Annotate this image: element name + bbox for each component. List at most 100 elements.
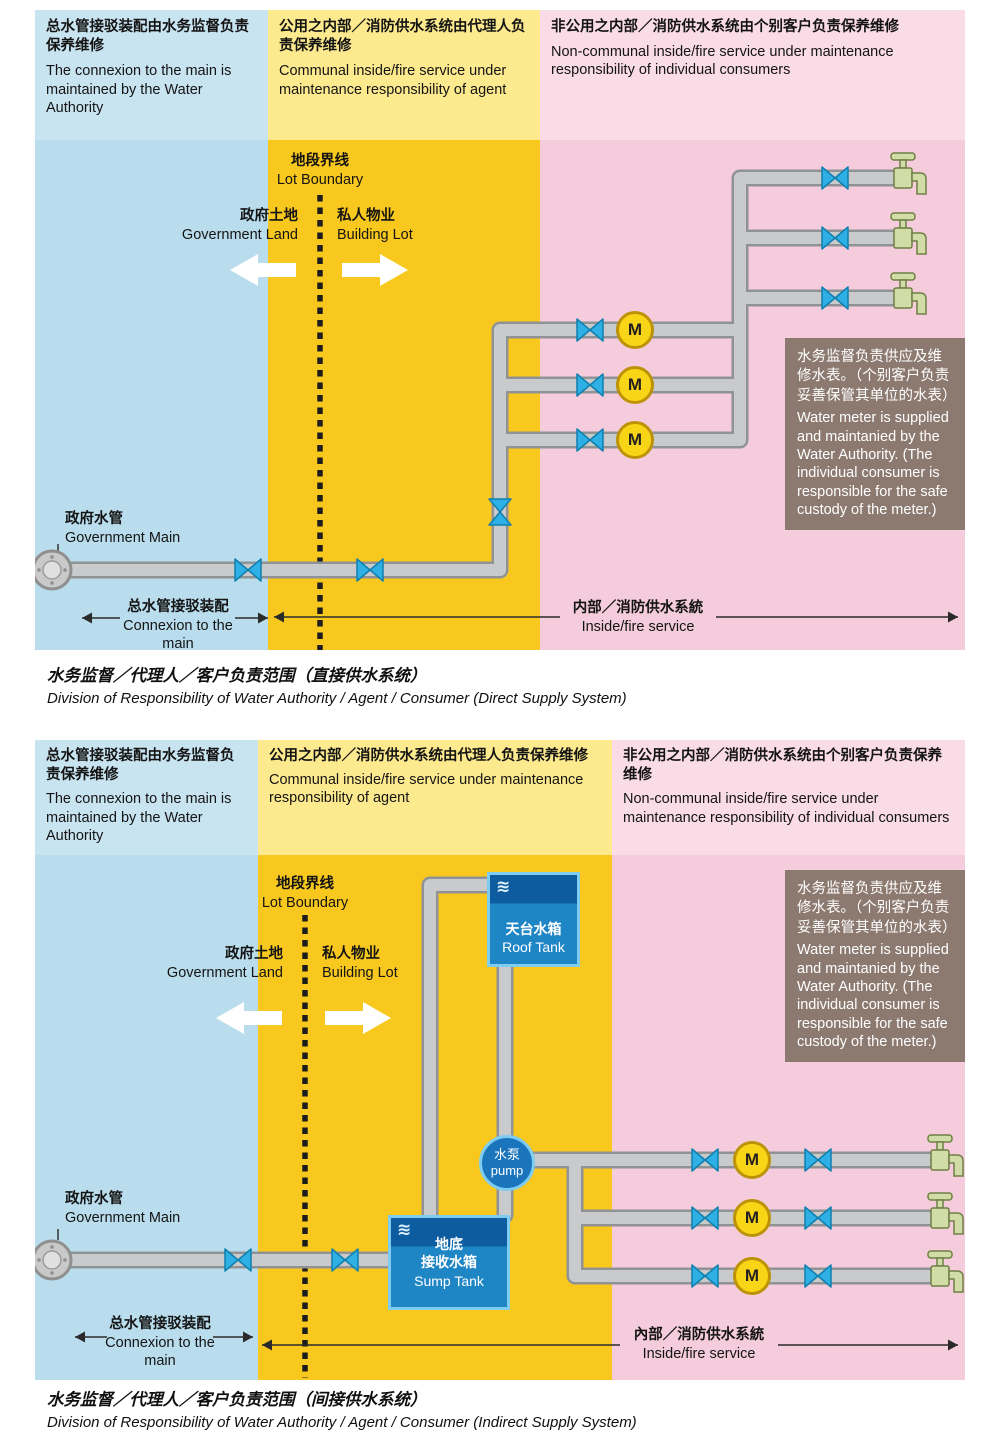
pipes bbox=[46, 879, 946, 1282]
zh-text: 私人物业 bbox=[322, 946, 380, 962]
en-text: Water meter is supplied and maintanied b… bbox=[797, 410, 949, 519]
zh-text: 总水管接驳装配 bbox=[127, 599, 229, 615]
government-land-label: 政府土地 Government Land bbox=[123, 945, 283, 982]
zh-text: 政府水管 bbox=[65, 511, 123, 527]
government-main-icon bbox=[35, 1239, 73, 1281]
zh-text: 总水管接驳装配 bbox=[109, 1316, 211, 1332]
indirect-supply-diagram: 总水管接驳装配由水务监督负责保养维修 The connexion to the … bbox=[35, 740, 965, 1380]
sump-tank: ≋ 地底 接收水箱 Sump Tank bbox=[388, 1215, 510, 1310]
en-text: Lot Boundary bbox=[276, 171, 364, 188]
zh-text: 公用之内部／消防供水系统由代理人负责保养维修 bbox=[269, 748, 588, 764]
tap-icon bbox=[890, 272, 927, 315]
en-text: Connexion to the main bbox=[123, 617, 233, 653]
zh-text: 地底 bbox=[435, 1236, 463, 1253]
connexion-extent-arrow bbox=[82, 612, 268, 624]
en-text: Non-communal inside/fire service under m… bbox=[623, 791, 950, 826]
tap-icon bbox=[927, 1250, 964, 1293]
zh-text: 公用之内部／消防供水系统由代理人负责保养维修 bbox=[279, 19, 526, 55]
government-main-icon bbox=[35, 549, 73, 591]
zh-text: 水务监督／代理人／客户负责范围（直接供水系统） bbox=[47, 667, 427, 685]
zh-text: 水务监督负责供应及维修水表。（个别客户负责妥善保管其单位的水表） bbox=[797, 349, 957, 404]
en-text: Non-communal inside/fire service under m… bbox=[551, 44, 894, 79]
lot-boundary-label: 地段界线 Lot Boundary bbox=[225, 875, 385, 912]
building-lot-label: 私人物业 Building Lot bbox=[322, 945, 472, 982]
caption-indirect-supply: 水务监督／代理人／客户负责范围（间接供水系统） Division of Resp… bbox=[47, 1386, 637, 1431]
meter-note-box: 水务监督负责供应及维修水表。（个别客户负责妥善保管其单位的水表） Water m… bbox=[785, 870, 965, 1062]
en-text: Government Land bbox=[166, 964, 283, 981]
header-connexion-zone: 总水管接驳装配由水务监督负责保养维修 The connexion to the … bbox=[35, 740, 258, 855]
header-noncommunal-zone: 非公用之内部／消防供水系统由个别客户负责保养维修 Non-communal in… bbox=[612, 740, 965, 855]
direction-arrow-right-icon bbox=[342, 254, 408, 286]
building-lot-label: 私人物业 Building Lot bbox=[337, 207, 487, 244]
en-text: Division of Responsibility of Water Auth… bbox=[47, 690, 627, 707]
tap-icon bbox=[890, 152, 927, 195]
inside-fire-service-label: 內部／消防供水系統 Inside/fire service bbox=[620, 1325, 778, 1365]
en-text: Communal inside/fire service under maint… bbox=[279, 63, 507, 98]
tap-icon bbox=[927, 1192, 964, 1235]
water-wave-icon: ≋ bbox=[397, 1220, 412, 1239]
water-meter: M bbox=[733, 1257, 771, 1295]
zh-text: 天台水箱 bbox=[505, 920, 562, 937]
government-main-label: 政府水管 Government Main bbox=[65, 1190, 225, 1227]
zh-text: 接收水箱 bbox=[421, 1254, 477, 1271]
water-meter: M bbox=[733, 1141, 771, 1179]
zh-text: 政府水管 bbox=[65, 1191, 123, 1207]
water-meter: M bbox=[616, 421, 654, 459]
en-text: Communal inside/fire service under maint… bbox=[269, 772, 584, 807]
lot-boundary-label: 地段界线 Lot Boundary bbox=[240, 152, 400, 189]
direction-arrow-left-icon bbox=[230, 254, 296, 286]
header-noncommunal-zone: 非公用之内部／消防供水系统由个别客户负责保养维修 Non-communal in… bbox=[540, 10, 965, 140]
water-meter: M bbox=[616, 311, 654, 349]
indirect-supply-piping bbox=[35, 876, 964, 1378]
zh-text: 政府土地 bbox=[225, 946, 283, 962]
en-text: Inside/fire service bbox=[581, 618, 695, 635]
direction-arrow-left-icon bbox=[216, 1002, 282, 1034]
water-meter: M bbox=[733, 1199, 771, 1237]
government-land-label: 政府土地 Government Land bbox=[138, 207, 298, 244]
en-text: Government Land bbox=[181, 226, 298, 243]
water-wave-icon: ≋ bbox=[496, 877, 511, 896]
government-main-label: 政府水管 Government Main bbox=[65, 510, 225, 547]
en-text: Building Lot bbox=[337, 226, 413, 243]
connexion-extent-arrow bbox=[75, 1331, 253, 1343]
header-connexion-zone: 总水管接驳装配由水务监督负责保养维修 The connexion to the … bbox=[35, 10, 268, 140]
en-text: pump bbox=[490, 1163, 524, 1178]
zh-text: 私人物业 bbox=[337, 208, 395, 224]
en-text: Water meter is supplied and maintanied b… bbox=[797, 942, 949, 1051]
tap-icon bbox=[890, 212, 927, 255]
en-text: Building Lot bbox=[322, 964, 398, 981]
zh-text: 地段界线 bbox=[276, 876, 334, 892]
inside-fire-extent-arrow bbox=[262, 1339, 958, 1351]
caption-direct-supply: 水务监督／代理人／客户负责范围（直接供水系统） Division of Resp… bbox=[47, 662, 627, 707]
roof-tank: ≋ 天台水箱 Roof Tank bbox=[487, 872, 580, 967]
en-text: The connexion to the main is maintained … bbox=[46, 791, 232, 844]
en-text: Inside/fire service bbox=[642, 1345, 756, 1362]
zh-text: 非公用之内部／消防供水系统由个别客户负责保养维修 bbox=[551, 19, 899, 35]
zh-text: 水务监督／代理人／客户负责范围（间接供水系统） bbox=[47, 1391, 427, 1409]
zh-text: 总水管接驳装配由水务监督负责保养维修 bbox=[46, 748, 235, 784]
zh-text: 水泵 bbox=[493, 1146, 520, 1162]
header-communal-zone: 公用之内部／消防供水系统由代理人负责保养维修 Communal inside/f… bbox=[268, 10, 540, 140]
en-text: The connexion to the main is maintained … bbox=[46, 63, 232, 116]
en-text: Division of Responsibility of Water Auth… bbox=[47, 1414, 637, 1431]
en-text: Roof Tank bbox=[502, 938, 565, 955]
zone-government-land bbox=[35, 855, 258, 1380]
en-text: Government Main bbox=[65, 1209, 181, 1226]
en-text: Government Main bbox=[65, 529, 181, 546]
inside-fire-service-label: 内部／消防供水系統 Inside/fire service bbox=[560, 598, 716, 638]
meter-note-box: 水务监督负责供应及维修水表。（个别客户负责妥善保管其单位的水表） Water m… bbox=[785, 338, 965, 530]
pump: 水泵 pump bbox=[479, 1135, 535, 1191]
direct-supply-diagram: 总水管接驳装配由水务监督负责保养维修 The connexion to the … bbox=[35, 10, 965, 652]
zh-text: 总水管接驳装配由水务监督负责保养维修 bbox=[46, 19, 249, 55]
en-text: Connexion to the main bbox=[105, 1334, 215, 1370]
zh-text: 政府土地 bbox=[240, 208, 298, 224]
en-text: Lot Boundary bbox=[261, 894, 349, 911]
tap-icon bbox=[927, 1134, 964, 1177]
header-communal-zone: 公用之内部／消防供水系统由代理人负责保养维修 Communal inside/f… bbox=[258, 740, 612, 855]
water-meter: M bbox=[616, 366, 654, 404]
zh-text: 地段界线 bbox=[291, 153, 349, 169]
zh-text: 水务监督负责供应及维修水表。（个别客户负责妥善保管其单位的水表） bbox=[797, 881, 957, 936]
en-text: Sump Tank bbox=[414, 1272, 484, 1289]
direction-arrow-right-icon bbox=[325, 1002, 391, 1034]
